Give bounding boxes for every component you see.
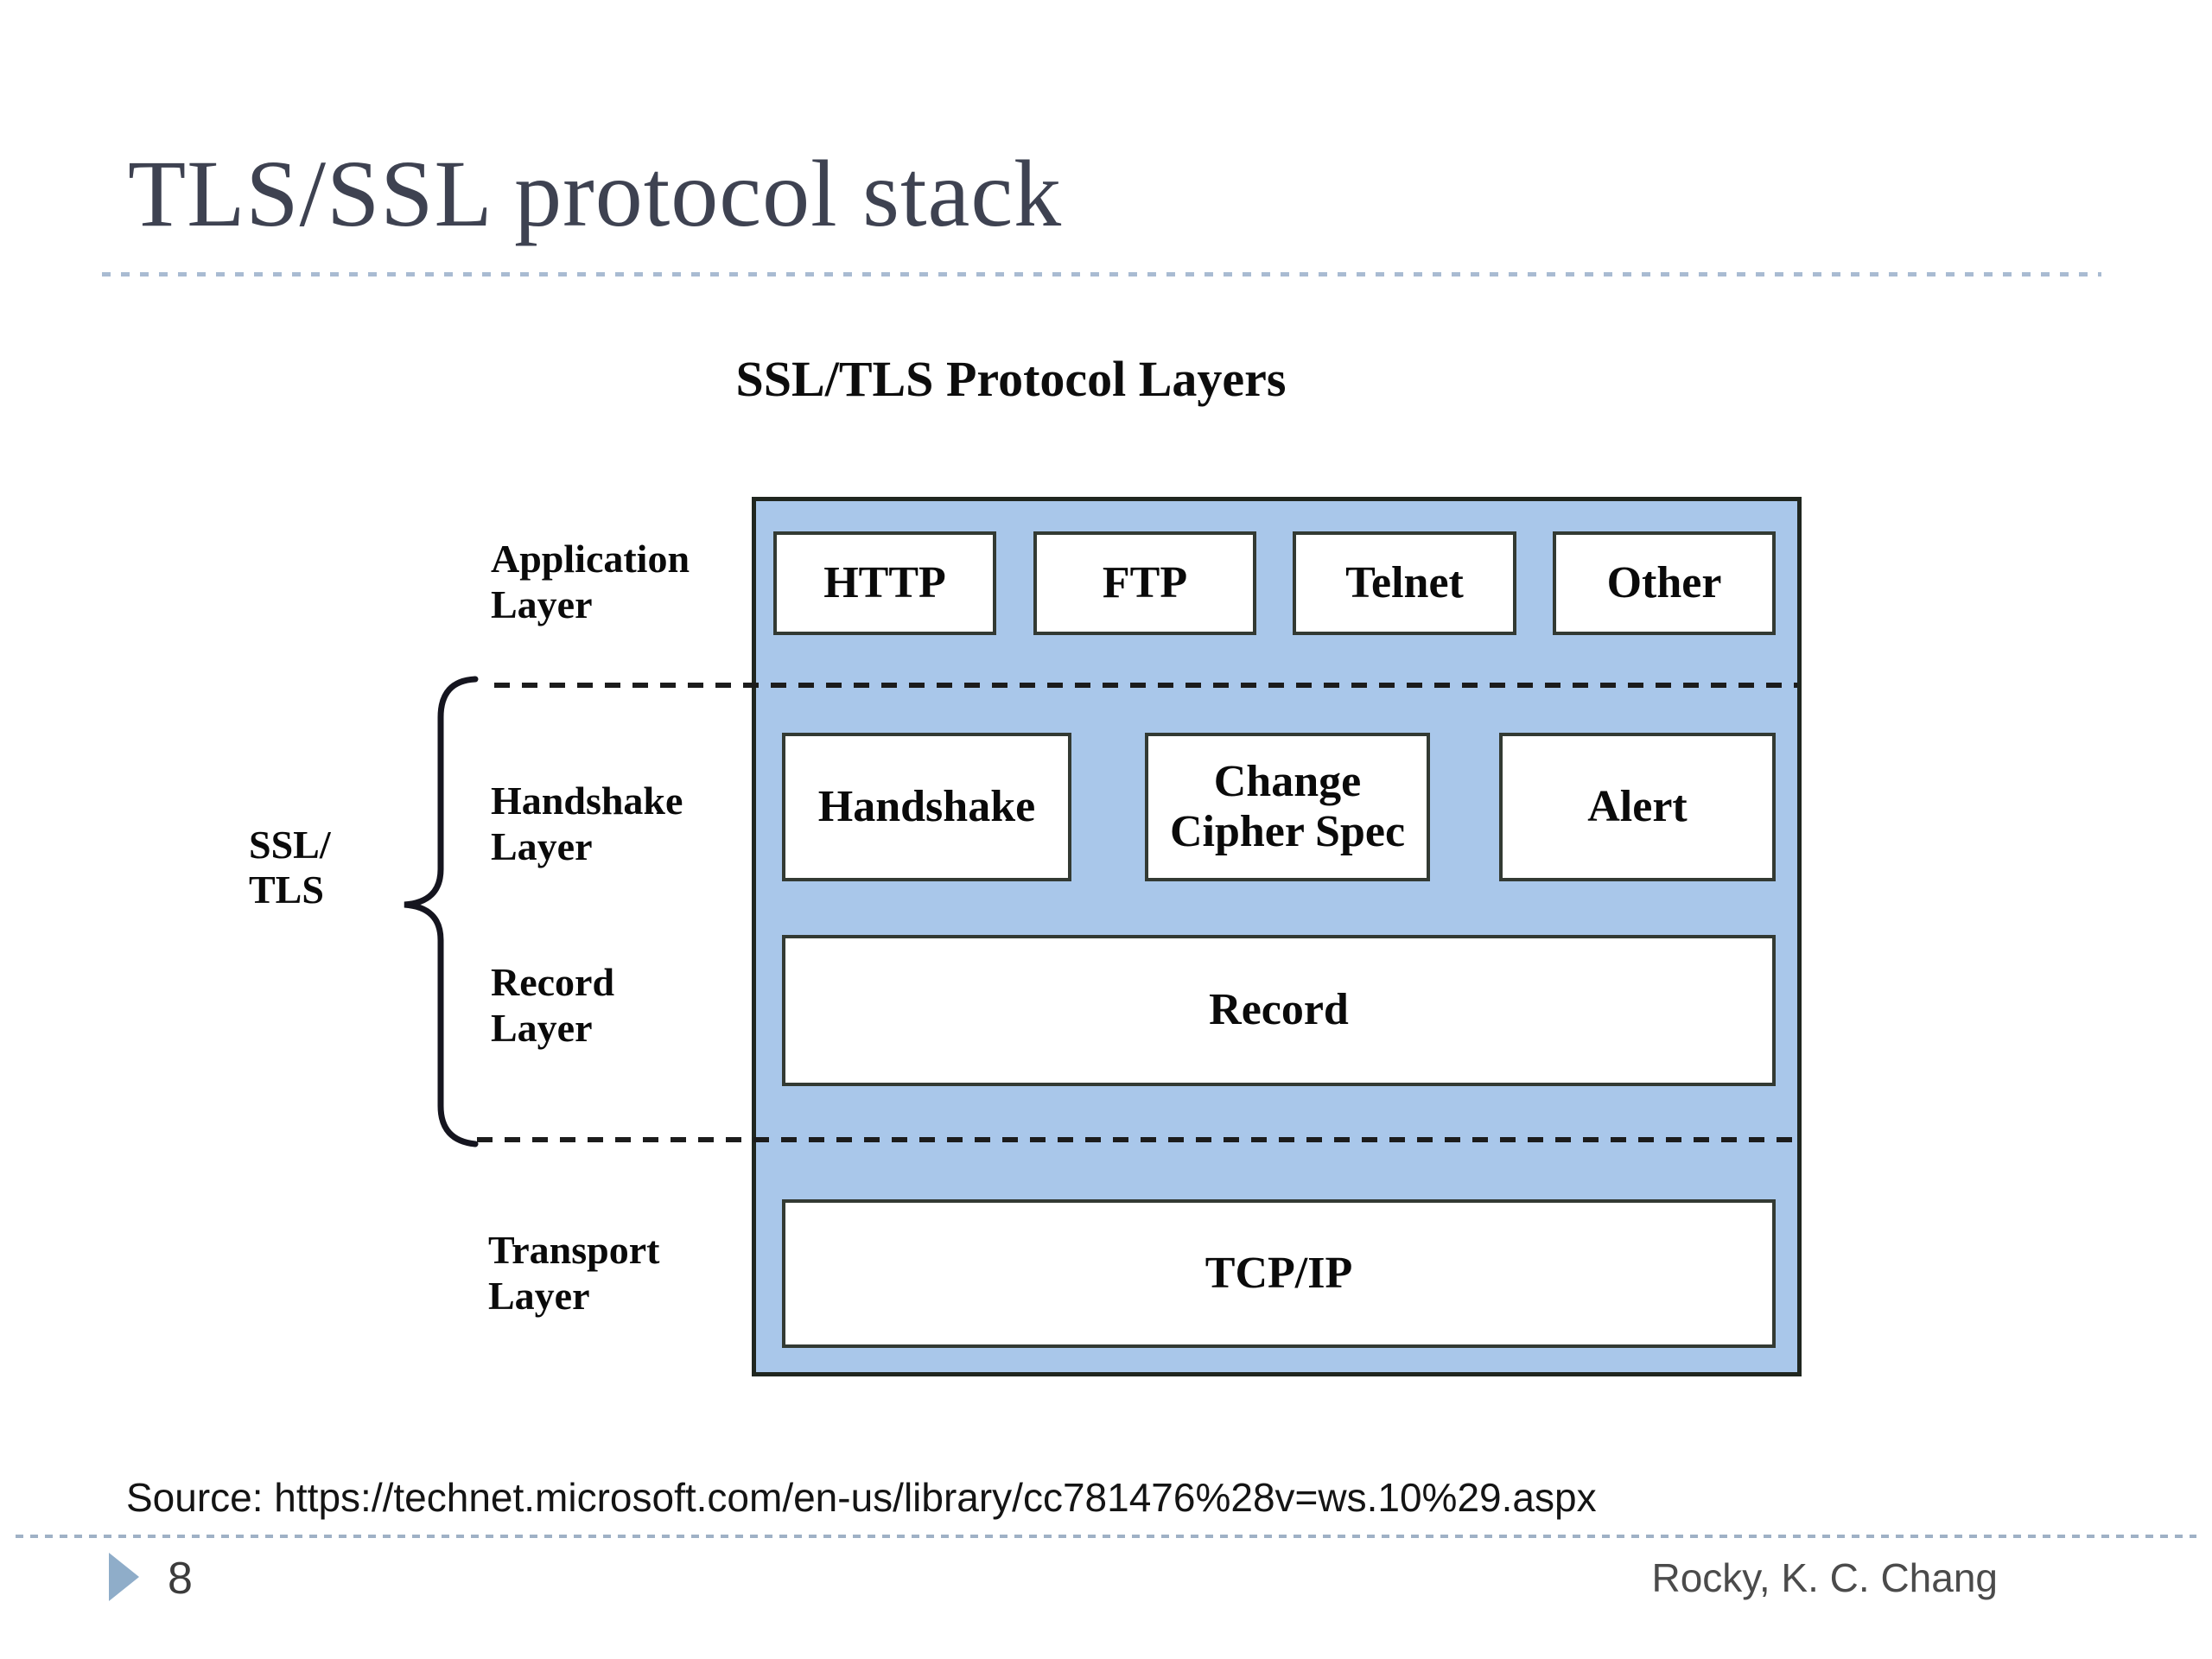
footer-dotted-rule xyxy=(16,1535,2196,1538)
page-title: TLS/SSL protocol stack xyxy=(128,141,1063,246)
box-record: Record xyxy=(782,935,1776,1086)
label-ssl-tls-line2: TLS xyxy=(249,867,324,912)
box-handshake: Handshake xyxy=(782,733,1071,881)
box-other: Other xyxy=(1553,531,1776,635)
box-tcp-ip: TCP/IP xyxy=(782,1199,1776,1348)
page-number: 8 xyxy=(168,1554,193,1604)
box-ftp: FTP xyxy=(1033,531,1256,635)
figure-title: SSL/TLS Protocol Layers xyxy=(735,351,1287,407)
box-alert: Alert xyxy=(1499,733,1776,881)
dashed-separator-bottom xyxy=(477,1137,1797,1142)
label-transport-layer: Transport Layer xyxy=(488,1228,660,1319)
source-citation: Source: https://technet.microsoft.com/en… xyxy=(126,1475,1597,1520)
author-name: Rocky, K. C. Chang xyxy=(1651,1555,1998,1600)
box-telnet: Telnet xyxy=(1293,531,1516,635)
label-application-layer: Application Layer xyxy=(491,537,690,627)
header-dotted-rule xyxy=(102,272,2101,276)
curly-brace xyxy=(404,676,479,1147)
label-record-layer: Record Layer xyxy=(491,960,615,1051)
box-http: HTTP xyxy=(773,531,996,635)
label-handshake-layer: Handshake Layer xyxy=(491,779,683,869)
label-ssl-tls-line1: SSL/ xyxy=(249,823,331,867)
page-bullet-triangle-icon xyxy=(109,1553,139,1601)
label-ssl-tls: SSL/ TLS xyxy=(249,823,387,912)
box-change-cipher-spec: Change Cipher Spec xyxy=(1145,733,1430,881)
dashed-separator-top xyxy=(494,683,1797,688)
